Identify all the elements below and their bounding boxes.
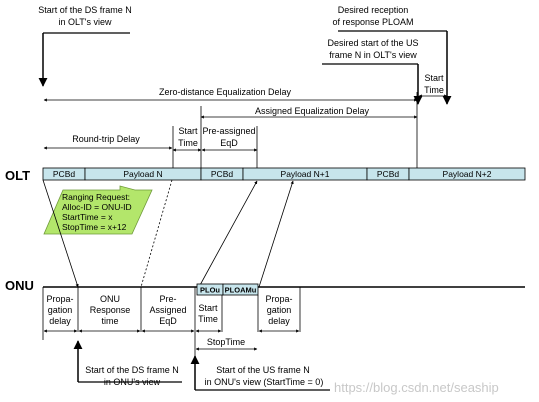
- desired-reception-line1: Desired reception: [338, 5, 409, 15]
- olt-segment-label: Payload N+2: [443, 169, 492, 179]
- onu-intervals: Propa- gation delay ONU Response time Pr…: [46, 294, 292, 326]
- interval-label: Pre-: [159, 294, 176, 304]
- ranging-request-line: Ranging Request:: [62, 192, 130, 202]
- interval-label: delay: [49, 316, 71, 326]
- ds-start-onu-line2: in ONU's view: [104, 377, 161, 387]
- olt-segment-label: Payload N+1: [281, 169, 330, 179]
- us-start-onu-line2: in ONU's view (StartTime = 0): [205, 377, 324, 387]
- interval-label: gation: [48, 305, 73, 315]
- zero-distance-delay: Zero-distance Equalization Delay: [43, 87, 418, 102]
- olt-frame-bar: PCBd Payload N PCBd Payload N+1 PCBd Pay…: [42, 167, 526, 181]
- interval-label: Time: [198, 314, 218, 324]
- start-time-right-line1: Start: [424, 73, 444, 83]
- round-trip-delay: Round-trip Delay: [43, 134, 173, 150]
- start-time-upper-line2: Time: [178, 138, 198, 148]
- interval-label: Propa-: [46, 294, 73, 304]
- onu-label: ONU: [5, 278, 34, 293]
- olt-segment-label: PCBd: [377, 169, 399, 179]
- olt-segment-label: PCBd: [53, 169, 75, 179]
- upper-reference-lines: [172, 92, 418, 168]
- onu-interval-dividers: [42, 287, 301, 370]
- olt-label: OLT: [5, 168, 30, 183]
- ranging-request-line: StopTime = x+12: [62, 222, 127, 232]
- start-time-right-line2: Time: [424, 85, 444, 95]
- ranging-request-line: StartTime = x: [62, 212, 113, 222]
- burst-plou-label: PLOu: [200, 286, 220, 295]
- desired-reception-line2: of response PLOAM: [332, 17, 413, 27]
- start-time-upper: Start Time: [172, 126, 202, 152]
- ranging-request-callout: Ranging Request: Alloc-ID = ONU-ID Start…: [43, 185, 153, 235]
- assigned-label: Assigned Equalization Delay: [255, 106, 370, 116]
- ds-start-olt-line1: Start of the DS frame N: [38, 5, 132, 15]
- burst-ploamu-label: PLOAMu: [225, 286, 257, 295]
- interval-label: gation: [267, 305, 292, 315]
- desired-us-start-line2: frame N in OLT's view: [329, 50, 417, 60]
- zero-distance-label: Zero-distance Equalization Delay: [159, 87, 292, 97]
- interval-label: Start: [198, 303, 218, 313]
- us-start-onu-line1: Start of the US frame N: [216, 365, 310, 375]
- round-trip-label: Round-trip Delay: [72, 134, 140, 144]
- ds-start-onu-line1: Start of the DS frame N: [85, 365, 179, 375]
- interval-label: delay: [268, 316, 290, 326]
- start-time-right-annotation: Start Time: [418, 73, 448, 98]
- ds-start-olt-line2: in OLT's view: [58, 17, 112, 27]
- interval-label: time: [101, 316, 118, 326]
- pre-assigned-upper: Pre-assigned EqD: [201, 126, 258, 152]
- interval-label: Propa-: [265, 294, 292, 304]
- olt-segment-label: Payload N: [123, 169, 162, 179]
- desired-us-start-annotation: Desired start of the US frame N in OLT's…: [322, 38, 423, 105]
- ds-start-onu-annotation: Start of the DS frame N in ONU's view: [73, 340, 182, 387]
- stop-time-label: StopTime: [207, 337, 245, 347]
- olt-segment: [408, 167, 526, 181]
- watermark: https://blog.csdn.net/seaship: [334, 380, 499, 395]
- interval-label: EqD: [159, 316, 177, 326]
- signal-lines: [42, 179, 294, 288]
- pre-assigned-upper-line1: Pre-assigned: [202, 126, 255, 136]
- desired-reception-annotation: Desired reception of response PLOAM: [332, 5, 452, 105]
- interval-label: Assigned: [149, 305, 186, 315]
- start-time-upper-line1: Start: [178, 126, 198, 136]
- stop-time: StopTime: [195, 337, 258, 351]
- interval-label: ONU: [100, 294, 120, 304]
- assigned-delay: Assigned Equalization Delay: [200, 106, 418, 119]
- pre-assigned-upper-line2: EqD: [220, 138, 238, 148]
- burst-ploamu: [222, 283, 259, 296]
- desired-us-start-line1: Desired start of the US: [327, 38, 418, 48]
- olt-segment-label: PCBd: [211, 169, 233, 179]
- ds-frame-start-olt-annotation: Start of the DS frame N in OLT's view: [38, 5, 132, 87]
- onu-burst: PLOu PLOAMu: [196, 283, 259, 296]
- us-start-onu-annotation: Start of the US frame N in ONU's view (S…: [190, 355, 330, 391]
- interval-label: Response: [90, 305, 131, 315]
- ranging-request-line: Alloc-ID = ONU-ID: [62, 202, 132, 212]
